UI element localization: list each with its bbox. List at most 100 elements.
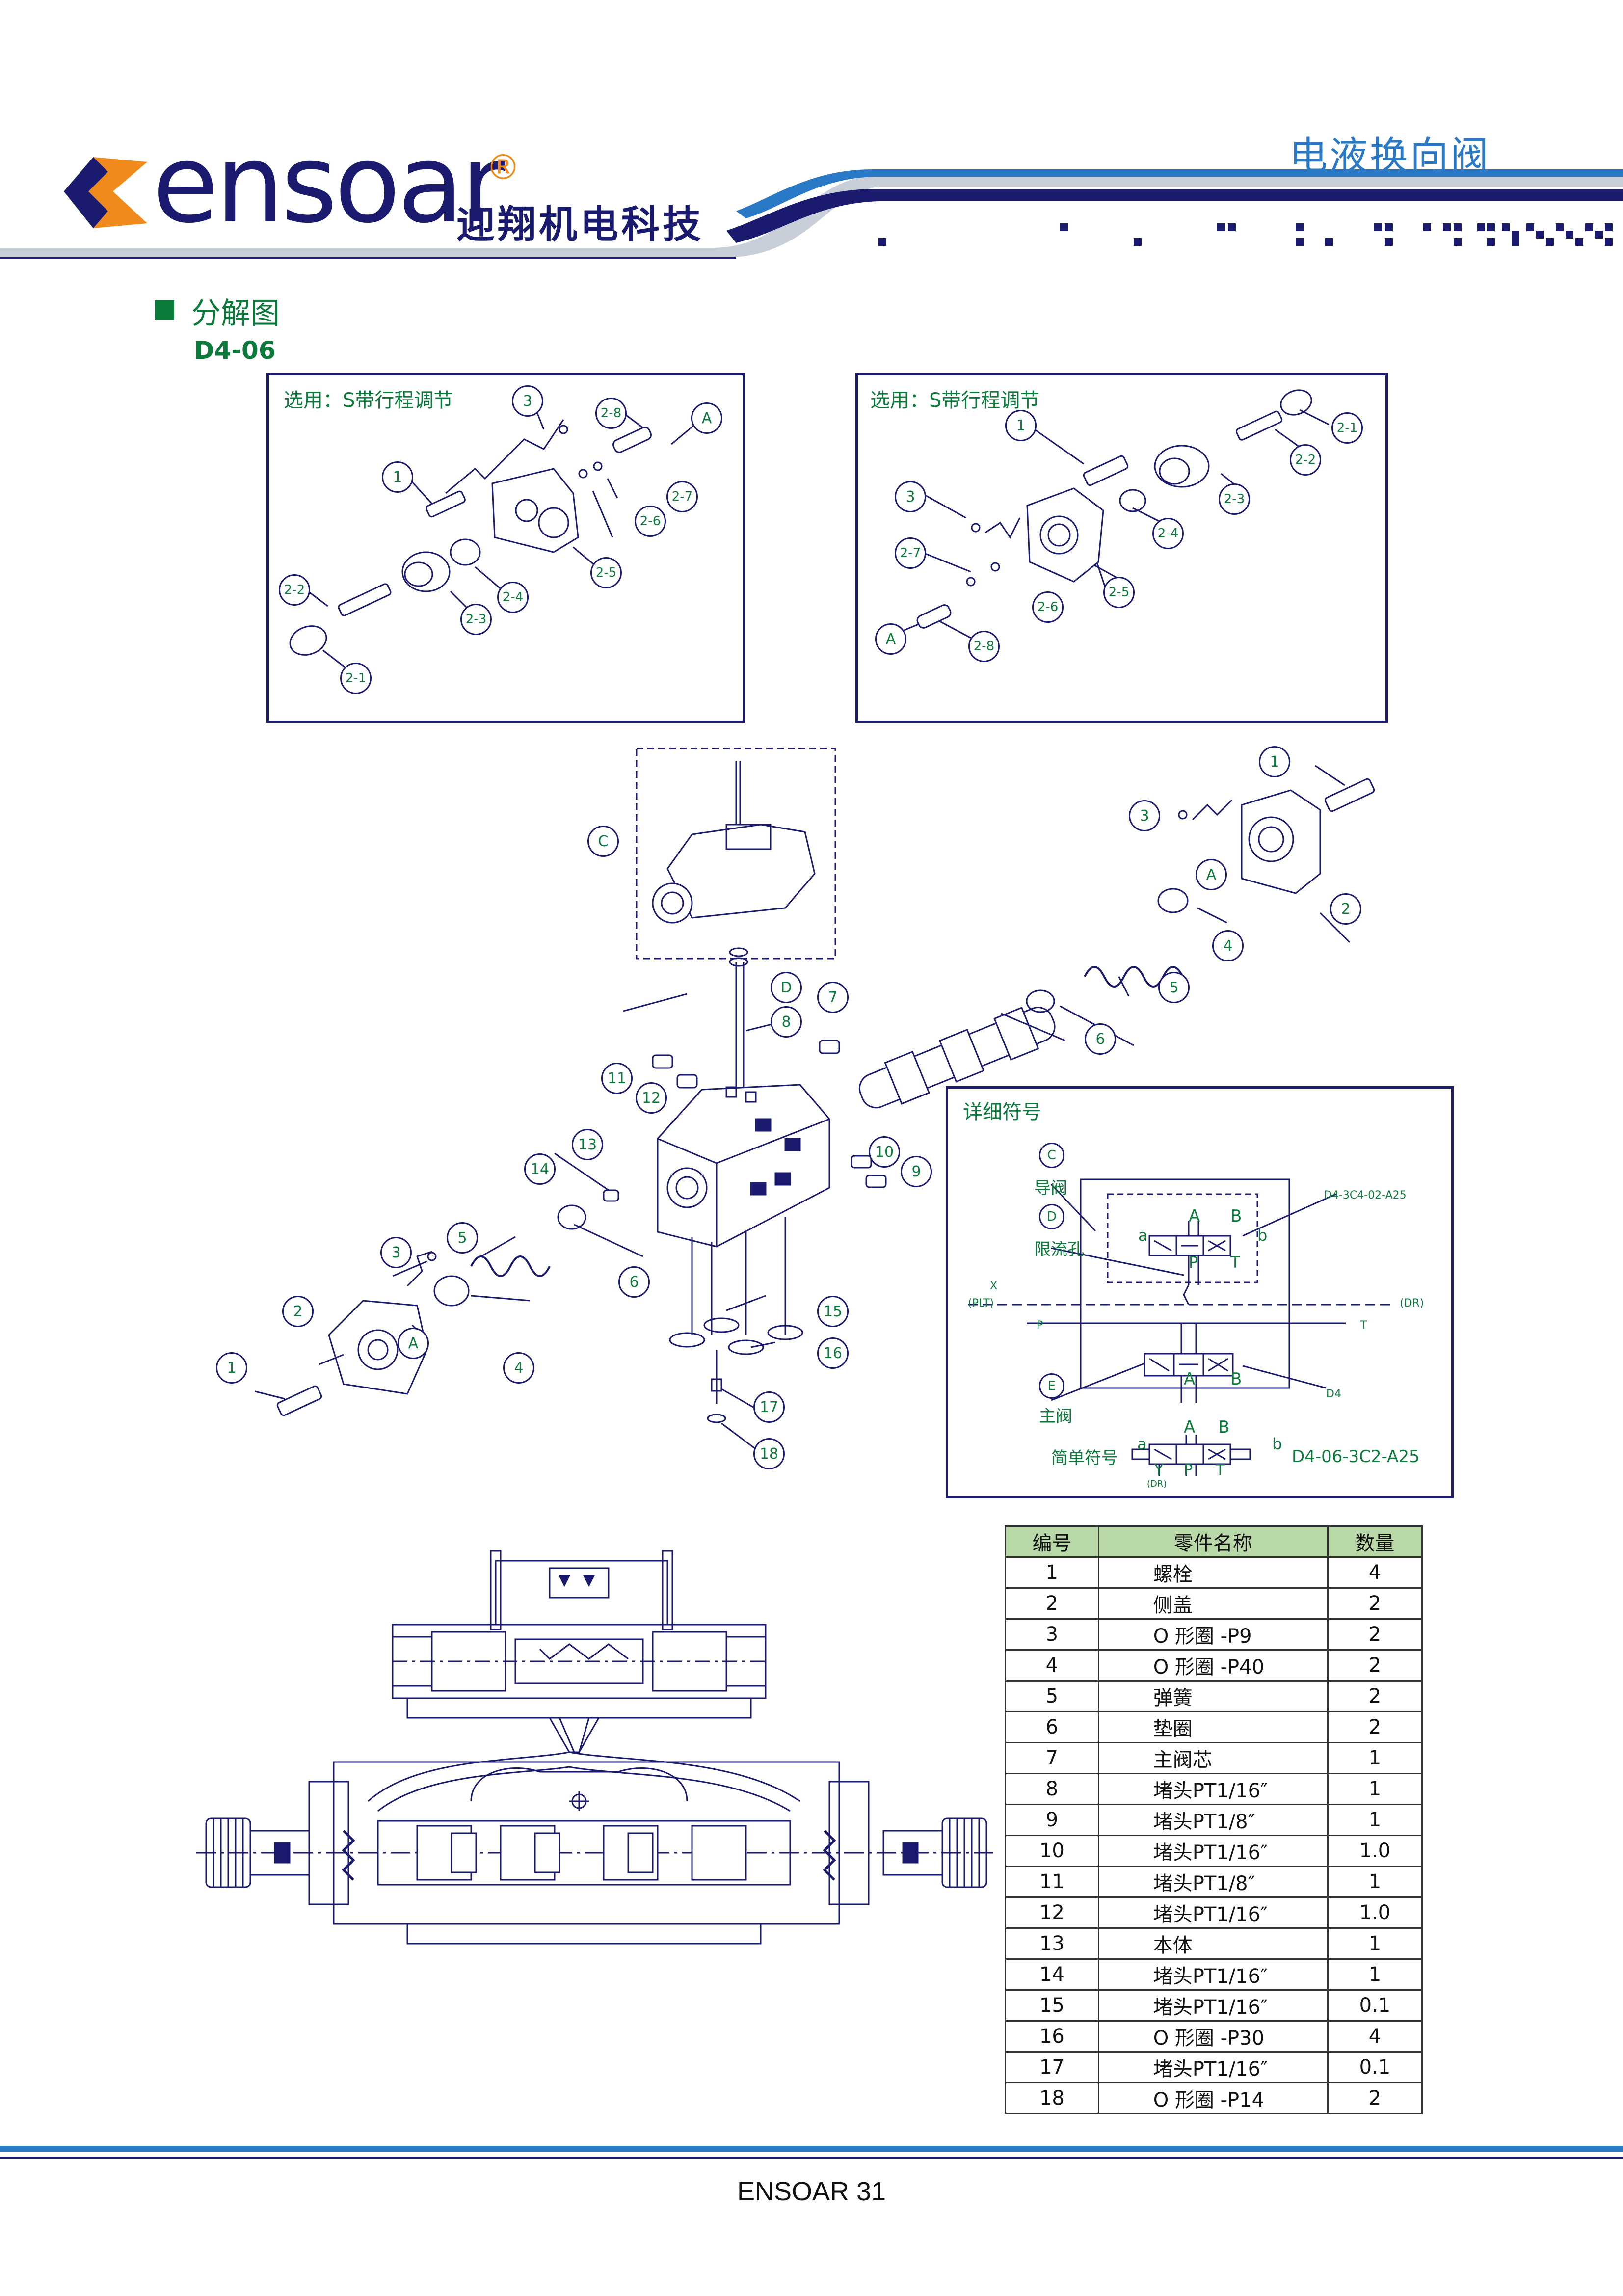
callout-5: 5 (447, 1222, 478, 1254)
port-plt: (PLT) (968, 1297, 994, 1309)
part-name: 堵头PT1/8″ (1097, 1866, 1329, 1898)
option-panel-left-drawing (289, 404, 701, 676)
section-title: 分解图 (191, 296, 280, 331)
part-number: 7 (1005, 1742, 1099, 1774)
part-quantity: 1 (1327, 1927, 1423, 1960)
header-number: 编号 (1005, 1525, 1099, 1558)
callout-a: A (1196, 859, 1227, 890)
main-valve-label: 主阀 (1039, 1407, 1072, 1426)
part-name: O 形圈 -P40 (1097, 1649, 1329, 1682)
callout-3: 3 (1129, 800, 1160, 831)
simple-symbol-label: 简单符号 (1051, 1448, 1118, 1468)
header-decoration (0, 169, 1623, 259)
callout-2-8: 2-8 (968, 631, 1000, 662)
part-number: 12 (1005, 1896, 1099, 1929)
part-number: 13 (1005, 1927, 1099, 1960)
callout-5: 5 (1158, 972, 1190, 1003)
part-name: 弹簧 (1097, 1680, 1329, 1712)
page-footer: ENSOAR 31 (737, 2177, 886, 2206)
symbol-panel: 详细符号 (946, 1086, 1454, 1498)
port-dr: (DR) (1400, 1297, 1424, 1309)
part-name: O 形圈 -P30 (1097, 2020, 1329, 2053)
part-number: 3 (1005, 1618, 1099, 1651)
part-number: 11 (1005, 1866, 1099, 1898)
part-name: 堵头PT1/16″ (1097, 1896, 1329, 1929)
port-t: T (1360, 1319, 1367, 1332)
callout-3: 3 (380, 1237, 412, 1268)
pilot-port-p: P (1189, 1253, 1198, 1272)
part-number: 17 (1005, 2051, 1099, 2083)
callout-6: 6 (618, 1266, 650, 1298)
footer-rule (0, 2146, 1623, 2159)
callout-2-7: 2-7 (666, 481, 698, 512)
model-id: D4-06 (194, 336, 276, 365)
callout-a: A (875, 623, 906, 655)
option-panel-right: 选用：S带行程调节 (855, 373, 1388, 723)
part-quantity: 1.0 (1327, 1835, 1423, 1867)
part-quantity: 1 (1327, 1773, 1423, 1805)
parts-table-header: 编号 零件名称 数量 (1005, 1525, 1423, 1558)
callout-1: 1 (1259, 746, 1290, 777)
pilot-valve-label: 导阀 (1034, 1178, 1067, 1198)
part-quantity: 2 (1327, 1711, 1423, 1743)
part-number: 15 (1005, 1989, 1099, 2022)
brand-name-cn: 迎翔机电科技 (456, 203, 704, 247)
callout-2-7: 2-7 (895, 537, 926, 569)
callout-2-6: 2-6 (635, 506, 666, 537)
part-quantity: 2 (1327, 2082, 1423, 2114)
callout-2-5: 2-5 (590, 557, 622, 588)
simple-port-p: P (1184, 1462, 1193, 1479)
part-quantity: 2 (1327, 1649, 1423, 1682)
part-name: 堵头PT1/16″ (1097, 1989, 1329, 2022)
simple-port-b: B (1218, 1417, 1230, 1437)
callout-e: E (1039, 1373, 1064, 1399)
part-name: 本体 (1097, 1927, 1329, 1960)
callout-4: 4 (503, 1352, 534, 1384)
port-x: X (990, 1280, 998, 1292)
part-name: 侧盖 (1097, 1587, 1329, 1620)
callout-10: 10 (869, 1136, 900, 1168)
pilot-code: D4-3C4-02-A25 (1324, 1189, 1407, 1201)
callout-13: 13 (572, 1129, 603, 1160)
pilot-port-b: B (1230, 1206, 1242, 1226)
pilot-port-a: A (1189, 1206, 1200, 1226)
callout-d: D (771, 972, 802, 1003)
part-name: O 形圈 -P9 (1097, 1618, 1329, 1651)
part-number: 10 (1005, 1835, 1099, 1867)
main-code: D4 (1326, 1388, 1341, 1400)
callout-18: 18 (753, 1438, 785, 1469)
part-number: 4 (1005, 1649, 1099, 1682)
part-quantity: 0.1 (1327, 1989, 1423, 2022)
callout-c: C (587, 826, 619, 857)
option-panel-label: 选用：S带行程调节 (870, 389, 1040, 412)
callout-1: 1 (1005, 410, 1037, 441)
simple-sol-b: b (1272, 1435, 1282, 1453)
part-quantity: 4 (1327, 2020, 1423, 2053)
callout-a: A (398, 1328, 429, 1359)
callout-14: 14 (524, 1153, 556, 1185)
main-port-a: A (1184, 1369, 1196, 1389)
part-number: 1 (1005, 1556, 1099, 1589)
simple-sol-a: a (1137, 1435, 1147, 1453)
part-number: 6 (1005, 1711, 1099, 1743)
callout-12: 12 (636, 1082, 667, 1114)
callout-3: 3 (895, 481, 926, 512)
callout-16: 16 (817, 1337, 849, 1369)
part-quantity: 1 (1327, 1866, 1423, 1898)
pilot-sol-a: a (1138, 1226, 1148, 1245)
callout-4: 4 (1212, 930, 1244, 961)
section-bullet (155, 300, 174, 320)
part-number: 14 (1005, 1958, 1099, 1991)
simple-port-y: Y (1154, 1462, 1164, 1479)
symbol-panel-title: 详细符号 (963, 1101, 1041, 1123)
